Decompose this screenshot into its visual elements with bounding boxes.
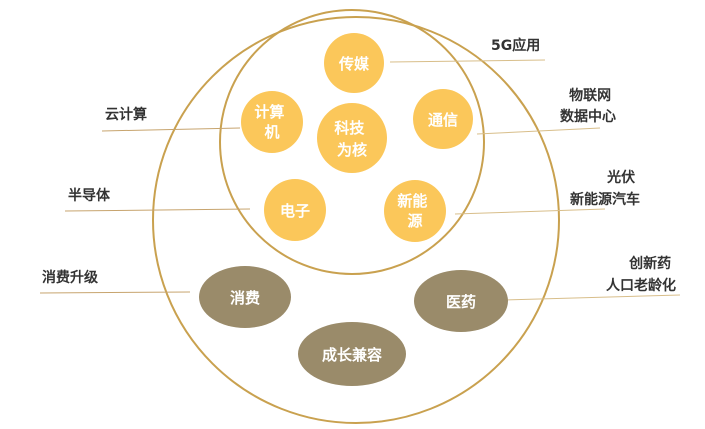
leader-line-cloud <box>101 127 241 132</box>
svg-text:科技 为核: 科技 为核 <box>334 119 369 159</box>
inner-ring <box>219 9 485 275</box>
outer-node-medicine: 医药 <box>414 270 508 332</box>
outer-node-growth: 成长兼容 <box>298 322 406 386</box>
label-iot: 物联网 数据中心 <box>560 87 616 125</box>
label-innovative-drug-line-2: 人口老龄化 <box>606 277 676 294</box>
leader-line-iot <box>476 127 601 135</box>
outer-node-consumption-label: 消费 <box>230 289 260 307</box>
leader-line-consumption-upgrade <box>39 291 191 294</box>
inner-node-new-energy-line-2: 源 <box>407 212 422 230</box>
svg-text:通信: 通信 <box>428 111 458 129</box>
inner-node-telecom-label: 通信 <box>428 111 458 129</box>
svg-text:消费: 消费 <box>230 289 260 307</box>
label-pv-line-1: 光伏 <box>606 169 635 186</box>
label-cloud: 云计算 <box>105 106 147 123</box>
label-iot-line-1: 物联网 <box>569 87 611 104</box>
label-5g-line-1: 5G应用 <box>491 37 540 54</box>
inner-node-new-energy-line-1: 新能 <box>397 192 427 210</box>
inner-node-media: 传媒 <box>324 33 384 93</box>
svg-text:传媒: 传媒 <box>338 55 370 73</box>
svg-text:计算 机: 计算 机 <box>254 103 289 141</box>
label-5g: 5G应用 <box>491 37 540 54</box>
label-innovative-drug: 创新药 人口老龄化 <box>606 255 676 294</box>
outer-ring <box>152 16 560 424</box>
inner-node-computer: 计算 机 <box>241 91 303 153</box>
label-consumption-upgrade: 消费升级 <box>42 269 99 286</box>
leader-line-5g <box>389 59 546 63</box>
svg-text:成长兼容: 成长兼容 <box>322 346 382 364</box>
svg-text:新能 源: 新能 源 <box>397 192 432 230</box>
inner-node-computer-line-1: 计算 <box>254 103 284 121</box>
label-consumption-upgrade-line-1: 消费升级 <box>42 269 99 286</box>
label-semiconductor-line-1: 半导体 <box>68 187 111 204</box>
svg-text:电子: 电子 <box>280 202 310 220</box>
inner-node-electronics: 电子 <box>264 179 326 241</box>
outer-node-medicine-label: 医药 <box>446 293 476 311</box>
label-innovative-drug-line-1: 创新药 <box>628 255 671 272</box>
label-semiconductor: 半导体 <box>68 187 111 204</box>
inner-node-media-label: 传媒 <box>338 55 370 73</box>
label-pv-line-2: 新能源汽车 <box>570 191 640 208</box>
center-line-2: 为核 <box>337 141 367 159</box>
label-pv: 光伏 新能源汽车 <box>570 169 640 208</box>
center-node: 科技 为核 <box>317 103 387 173</box>
inner-node-electronics-label: 电子 <box>280 202 310 220</box>
label-iot-line-2: 数据中心 <box>560 108 616 125</box>
outer-node-consumption: 消费 <box>199 266 291 328</box>
outer-node-growth-label: 成长兼容 <box>322 346 382 364</box>
leader-line-innovative-drug <box>504 294 681 301</box>
inner-node-telecom: 通信 <box>413 89 473 149</box>
label-cloud-line-1: 云计算 <box>105 106 147 123</box>
center-line-1: 科技 <box>334 119 365 137</box>
svg-text:医药: 医药 <box>446 293 476 311</box>
leader-line-pv <box>454 208 606 215</box>
leader-line-semiconductor <box>64 208 251 212</box>
inner-node-computer-line-2: 机 <box>264 123 279 141</box>
inner-node-new-energy: 新能 源 <box>384 180 446 242</box>
